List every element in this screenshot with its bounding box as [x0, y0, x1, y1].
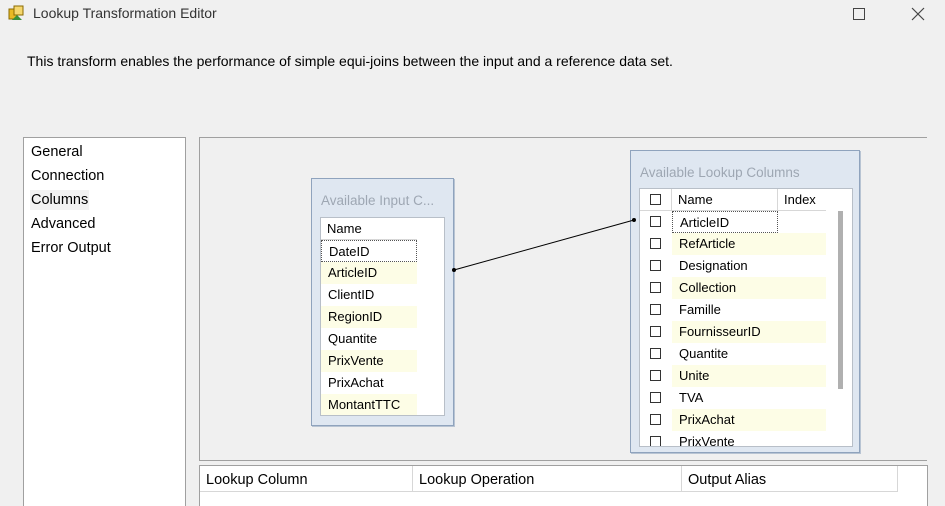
lookup-columns-grid[interactable]: Name Index ArticleID RefArticle Designat…	[639, 188, 853, 447]
output-alias-header[interactable]: Output Alias	[682, 466, 898, 492]
input-table-title: Available Input C...	[321, 193, 435, 208]
lookup-row-index	[778, 409, 826, 431]
available-input-columns-table[interactable]: Available Input C... Name DateID Article…	[311, 178, 454, 426]
column-mapping-canvas[interactable]: Available Input C... Name DateID Article…	[199, 137, 927, 461]
input-name-header: Name	[321, 218, 417, 240]
lookup-grid-scrollbar[interactable]	[838, 211, 843, 389]
lookup-table-title: Available Lookup Columns	[640, 165, 800, 180]
lookup-row-famille[interactable]: Famille	[640, 299, 826, 321]
lookup-row-prixvente[interactable]: PrixVente	[640, 431, 826, 447]
lookup-row-checkbox[interactable]	[650, 414, 661, 425]
lookup-row-unite[interactable]: Unite	[640, 365, 826, 387]
lookup-row-label: RefArticle	[672, 233, 778, 255]
lookup-row-checkbox[interactable]	[650, 370, 661, 381]
lookup-row-checkbox[interactable]	[650, 304, 661, 315]
maximize-icon	[853, 8, 865, 20]
lookup-row-label: ArticleID	[672, 211, 778, 233]
lookup-row-articleid[interactable]: ArticleID	[640, 211, 826, 233]
lookup-row-label: Designation	[679, 258, 748, 273]
input-row-label: ArticleID	[321, 262, 417, 284]
lookup-row-label: Famille	[679, 302, 721, 317]
lookup-row-quantite[interactable]: Quantite	[640, 343, 826, 365]
window-title: Lookup Transformation Editor	[33, 5, 217, 21]
input-columns-grid[interactable]: Name DateID ArticleID ClientID RegionID …	[320, 217, 445, 416]
lookup-row-checkbox[interactable]	[650, 436, 661, 446]
title-bar: Lookup Transformation Editor	[0, 0, 945, 28]
lookup-operation-header[interactable]: Lookup Operation	[413, 466, 682, 492]
close-button[interactable]	[895, 0, 941, 28]
nav-item-connection[interactable]: Connection	[31, 168, 105, 184]
lookup-row-index	[778, 277, 826, 299]
ssis-lookup-icon	[8, 5, 24, 20]
lookup-name-header: Name	[672, 189, 778, 211]
select-all-header	[640, 189, 672, 211]
lookup-row-index	[778, 233, 826, 255]
lookup-row-checkbox[interactable]	[650, 216, 661, 227]
lookup-row-collection[interactable]: Collection	[640, 277, 826, 299]
nav-item-advanced[interactable]: Advanced	[31, 216, 96, 232]
lookup-row-checkbox[interactable]	[650, 260, 661, 271]
input-row-label: Quantite	[328, 331, 378, 346]
lookup-row-prixachat[interactable]: PrixAchat	[640, 409, 826, 431]
page-navigation: General Connection Columns Advanced Erro…	[23, 137, 186, 506]
nav-item-error-output[interactable]: Error Output	[31, 240, 111, 256]
nav-item-general[interactable]: General	[31, 144, 83, 160]
input-row-label: MontantTTC	[321, 394, 417, 415]
lookup-column-header[interactable]: Lookup Column	[200, 466, 413, 492]
lookup-row-fournisseurid[interactable]: FournisseurID	[640, 321, 826, 343]
close-icon	[911, 7, 925, 21]
lookup-row-index	[778, 321, 826, 343]
available-lookup-columns-table[interactable]: Available Lookup Columns Name Index Arti…	[630, 150, 860, 453]
lookup-row-label: PrixAchat	[672, 409, 778, 431]
input-row-label: PrixAchat	[328, 375, 384, 390]
lookup-row-label: TVA	[679, 390, 704, 405]
input-row-label: RegionID	[321, 306, 417, 328]
lookup-row-index	[778, 365, 826, 387]
lookup-mapping-grid[interactable]: Lookup Column Lookup Operation Output Al…	[199, 465, 928, 506]
lookup-row-tva[interactable]: TVA	[640, 387, 826, 409]
lookup-row-label: Collection	[672, 277, 778, 299]
input-row-label: ClientID	[328, 287, 375, 302]
lookup-row-refarticle[interactable]: RefArticle	[640, 233, 826, 255]
lookup-row-label: Quantite	[679, 346, 729, 361]
join-link-line[interactable]	[200, 138, 927, 460]
lookup-row-label: Unite	[672, 365, 778, 387]
lookup-row-label: PrixVente	[679, 434, 735, 447]
select-all-checkbox[interactable]	[650, 194, 661, 205]
description-text: This transform enables the performance o…	[27, 53, 673, 69]
lookup-row-designation[interactable]: Designation	[640, 255, 826, 277]
lookup-row-checkbox[interactable]	[650, 282, 661, 293]
lookup-row-label: FournisseurID	[672, 321, 778, 343]
input-row-label: PrixVente	[321, 350, 417, 372]
lookup-row-checkbox[interactable]	[650, 348, 661, 359]
input-row-label: DateID	[321, 240, 417, 262]
lookup-row-checkbox[interactable]	[650, 326, 661, 337]
lookup-index-header: Index	[778, 189, 826, 211]
lookup-row-checkbox[interactable]	[650, 238, 661, 249]
lookup-row-checkbox[interactable]	[650, 392, 661, 403]
nav-item-columns[interactable]: Columns	[30, 190, 90, 210]
maximize-button[interactable]	[836, 0, 882, 28]
